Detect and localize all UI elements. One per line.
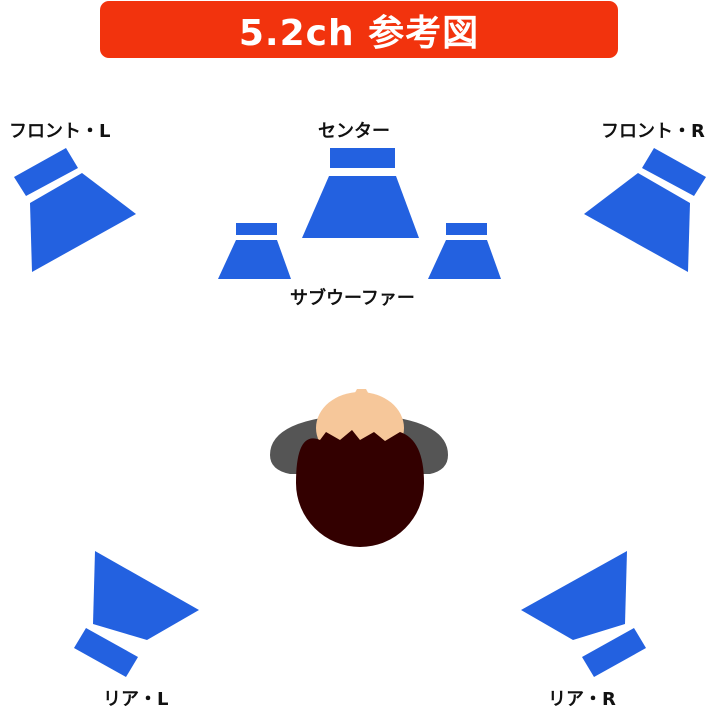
rear-right-label: リア・R [548,689,616,710]
diagram-title: 5.2ch 参考図 [238,12,480,54]
listener-icon [270,389,448,547]
front-right-speaker-icon [584,148,706,272]
rear-left-label: リア・L [103,689,169,710]
center-label: センター [318,121,390,142]
center-speaker-icon [302,148,419,238]
front-left-speaker-icon [14,148,136,272]
title-banner: 5.2ch 参考図 [100,1,618,58]
front-left-label: フロント・L [9,121,111,142]
hair-icon [296,430,424,547]
subwoofer-left-icon [218,223,291,279]
subwoofer-label: サブウーファー [290,288,415,309]
rear-left-speaker-icon [74,551,199,677]
subwoofer-right-icon [428,223,501,279]
rear-right-speaker-icon [521,551,646,677]
front-right-label: フロント・R [601,121,705,142]
